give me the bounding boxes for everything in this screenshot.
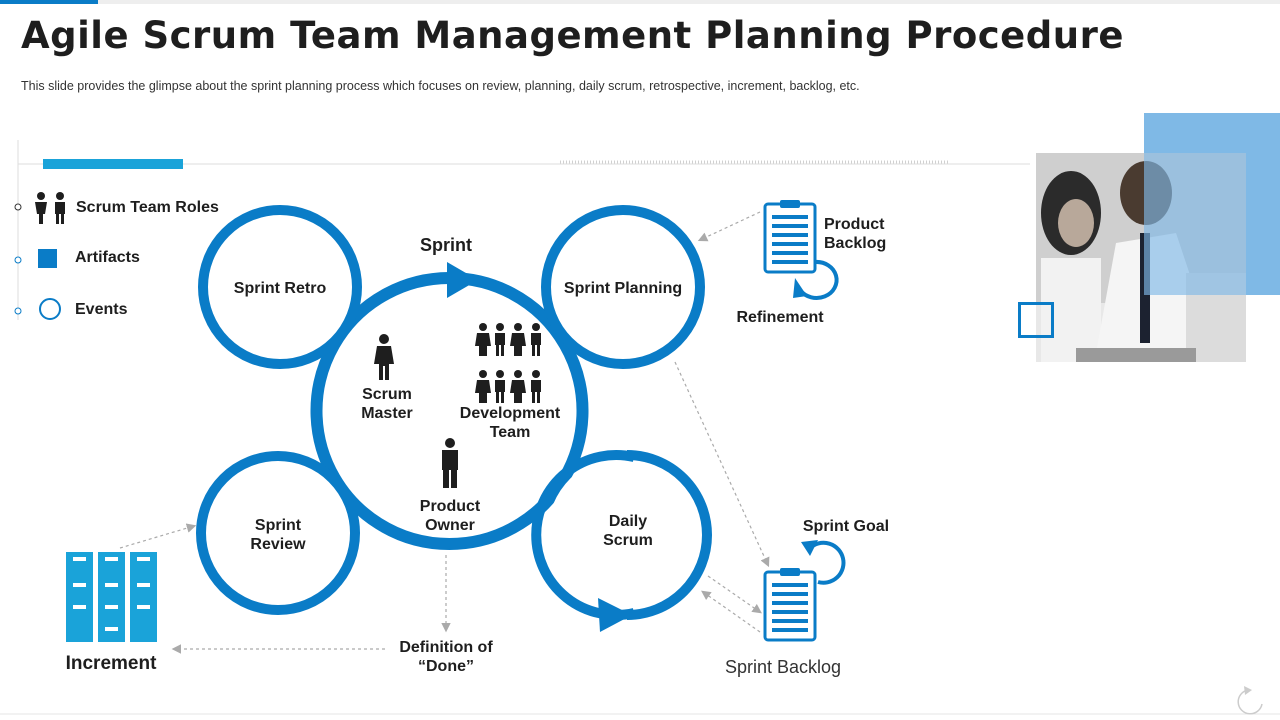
daily-scrum-line2: Scrum bbox=[603, 532, 653, 549]
increment-server-icon bbox=[66, 552, 157, 642]
sprint-backlog-clipboard-icon bbox=[763, 568, 817, 642]
development-team-line1: Development bbox=[459, 405, 561, 422]
daily-scrum-line1: Daily bbox=[608, 513, 648, 530]
scrum-master-label: Scrum Master bbox=[337, 385, 437, 423]
scrum-master-line1: Scrum bbox=[362, 386, 412, 403]
slide-subtitle: This slide provides the glimpse about th… bbox=[21, 79, 860, 93]
product-backlog-clipboard-icon bbox=[763, 200, 817, 274]
two-people-icon bbox=[35, 192, 65, 224]
sprint-goal-cycle-icon bbox=[801, 540, 846, 585]
scrum-master-icon bbox=[374, 334, 394, 380]
legend-roles-label: Scrum Team Roles bbox=[76, 199, 219, 216]
sprint-backlog-label: Sprint Backlog bbox=[724, 657, 842, 677]
development-team-label: Development Team bbox=[450, 404, 570, 442]
product-backlog-label: Product Backlog bbox=[824, 215, 886, 253]
sprint-retro-circle bbox=[198, 205, 362, 369]
legend-events-label: Events bbox=[75, 301, 128, 318]
sprint-planning-label: Sprint Planning bbox=[563, 280, 683, 297]
outline-square bbox=[1018, 302, 1054, 338]
dashed-connectors bbox=[119, 211, 770, 654]
sprint-review-line2: Review bbox=[250, 536, 306, 553]
legend-artifacts-label: Artifacts bbox=[75, 249, 140, 266]
sprint-retro-label: Sprint Retro bbox=[233, 280, 327, 297]
slide-title: Agile Scrum Team Management Planning Pro… bbox=[21, 14, 1124, 57]
definition-of-done-line2: “Done” bbox=[418, 658, 474, 675]
daily-scrum-circle bbox=[531, 450, 712, 632]
scrum-master-line2: Master bbox=[361, 405, 413, 422]
product-owner-label: Product Owner bbox=[400, 497, 500, 535]
increment-label: Increment bbox=[65, 653, 157, 674]
blue-overlay bbox=[1144, 153, 1246, 295]
refresh-corner-icon bbox=[1237, 686, 1263, 715]
sprint-planning-circle bbox=[541, 205, 705, 369]
cyan-accent-bar bbox=[43, 159, 183, 169]
sprint-review-circle bbox=[196, 451, 360, 615]
sprint-label: Sprint bbox=[420, 235, 472, 255]
circle-event-icon bbox=[39, 298, 61, 320]
legend-dot-events bbox=[14, 307, 22, 315]
product-owner-line1: Product bbox=[419, 498, 481, 515]
definition-of-done-line1: Definition of bbox=[399, 639, 493, 656]
refinement-cycle-icon bbox=[793, 259, 839, 300]
legend-dot-artifacts bbox=[14, 256, 22, 264]
refinement-label: Refinement bbox=[736, 309, 824, 326]
sprint-goal-label: Sprint Goal bbox=[802, 518, 890, 535]
product-backlog-line2: Backlog bbox=[824, 235, 887, 252]
top-accent-bar-blue bbox=[0, 0, 98, 4]
daily-scrum-label: Daily Scrum bbox=[578, 512, 678, 550]
product-owner-line2: Owner bbox=[425, 517, 475, 534]
top-accent-bar bbox=[0, 0, 1280, 4]
development-team-line2: Team bbox=[489, 424, 531, 441]
sprint-review-label: Sprint Review bbox=[228, 516, 328, 554]
square-artifact-icon bbox=[38, 249, 57, 268]
sprint-review-line1: Sprint bbox=[254, 517, 302, 534]
legend-dot-roles bbox=[14, 203, 22, 211]
definition-of-done-label: Definition of “Done” bbox=[386, 638, 506, 676]
development-team-icon bbox=[475, 323, 541, 403]
product-backlog-line1: Product bbox=[824, 216, 885, 233]
product-owner-icon bbox=[442, 438, 458, 488]
